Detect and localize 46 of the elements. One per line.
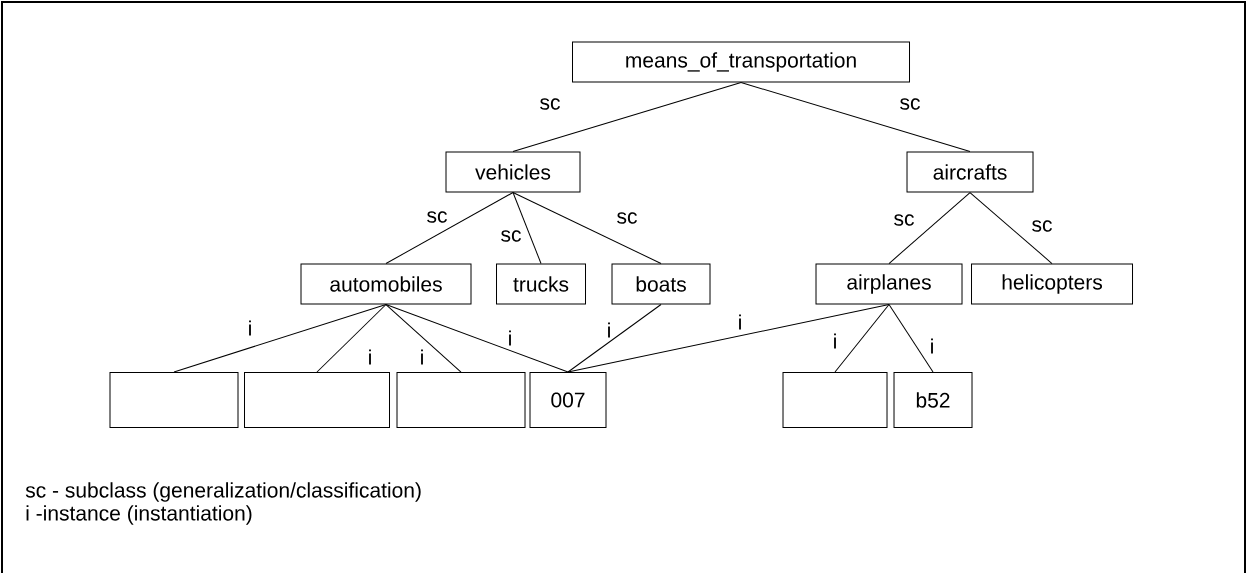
instance-box: b52 [893,372,973,428]
legend-note: sc - subclass (generalization/classification) [25,482,421,502]
class-box: aircrafts [906,151,1034,193]
connector-line [567,304,662,373]
connector-line [316,304,387,373]
edge-label: i [834,333,836,349]
connector-line [385,304,462,373]
edge-label: i [931,338,933,354]
instance-box: 007 [529,372,607,428]
edge-label: i [509,330,511,346]
connector-line [888,304,934,373]
class-box: boats [611,263,711,305]
connector-line [969,192,1053,264]
class-box: helicopters [971,263,1133,305]
connector-line [173,304,387,373]
instance-box [244,372,390,428]
edge-label: sc [501,230,521,242]
edge-label: sc [617,212,637,224]
connector-line [512,192,542,264]
edge-label: sc [427,211,447,223]
edge-label: i [249,320,251,336]
class-box: vehicles [445,151,581,193]
instance-box [782,372,888,428]
legend-note: i -instance (instantiation) [26,505,252,525]
edge-label: i [608,322,610,338]
instance-box [109,372,239,428]
connector-line [512,82,742,152]
connector-line [740,82,971,152]
class-box: means_of_transportation [572,41,910,83]
edge-label: i [739,314,741,330]
edge-label: i [421,349,423,365]
edge-label: sc [1032,220,1052,232]
class-box: airplanes [815,263,963,305]
class-box: trucks [496,263,586,305]
instance-box [396,372,526,428]
connector-line [385,304,569,373]
edge-label: sc [900,98,920,110]
connector-line [567,304,890,373]
edge-label: i [369,349,371,365]
class-box: automobiles [300,263,472,305]
connector-line [385,192,514,264]
connector-line [834,304,890,373]
connector-line [512,192,662,264]
edge-label: sc [540,98,560,110]
connector-line [888,192,971,264]
edge-label: sc [894,214,914,226]
